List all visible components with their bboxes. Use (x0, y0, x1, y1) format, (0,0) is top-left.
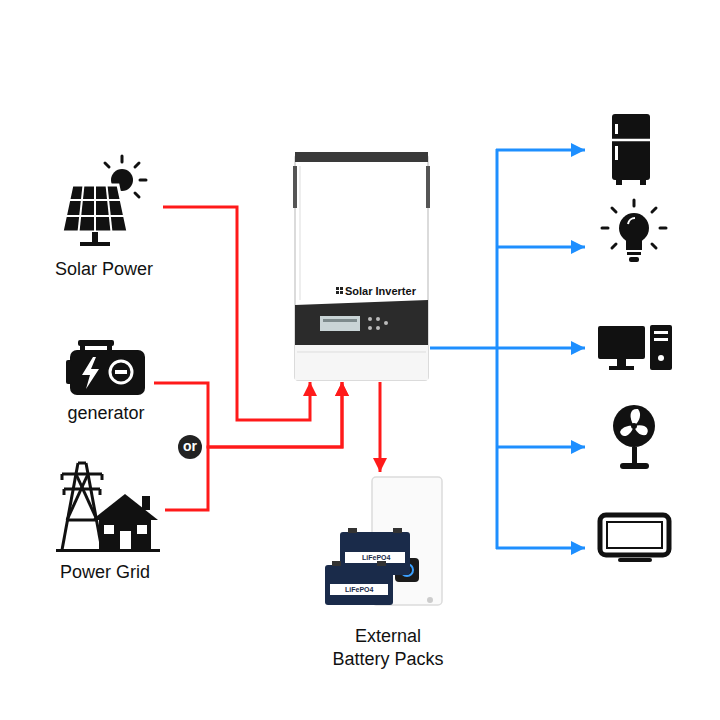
node-label: Solar Inverter (345, 285, 429, 298)
output-wires (430, 149, 585, 549)
node-label: Solar Power (45, 258, 163, 281)
power-connector (163, 207, 310, 420)
power-grid-symbol (62, 463, 102, 550)
solar-panel-symbol (62, 185, 128, 246)
node-label: External Battery Packs (328, 625, 448, 671)
source-node: generator (58, 336, 154, 428)
bulb-icon (602, 200, 666, 262)
battery-illustration (325, 477, 442, 605)
or-circle: or (178, 435, 202, 459)
battery-brand-label: LiFePO4 (362, 554, 390, 562)
inverter-body (293, 152, 430, 380)
node-label: generator (58, 402, 154, 425)
fan-icon (613, 405, 655, 469)
source-node: Power Grid (45, 455, 165, 583)
generator-symbol (66, 340, 145, 395)
node-label: Power Grid (45, 561, 165, 584)
battery-brand-label: LiFePO4 (345, 586, 373, 594)
power-connector (379, 382, 382, 472)
inverter-node: Solar Inverter (293, 152, 430, 382)
house-symbol (56, 494, 160, 552)
fridge-icon (612, 114, 650, 185)
node-illustration (293, 152, 430, 382)
battery-node: External Battery Packs (318, 472, 458, 672)
power-connector (165, 382, 342, 510)
tv-icon (600, 515, 669, 562)
computer-icon (598, 325, 672, 370)
node-label: or (178, 435, 202, 458)
source-node: Solar Power (45, 158, 163, 283)
